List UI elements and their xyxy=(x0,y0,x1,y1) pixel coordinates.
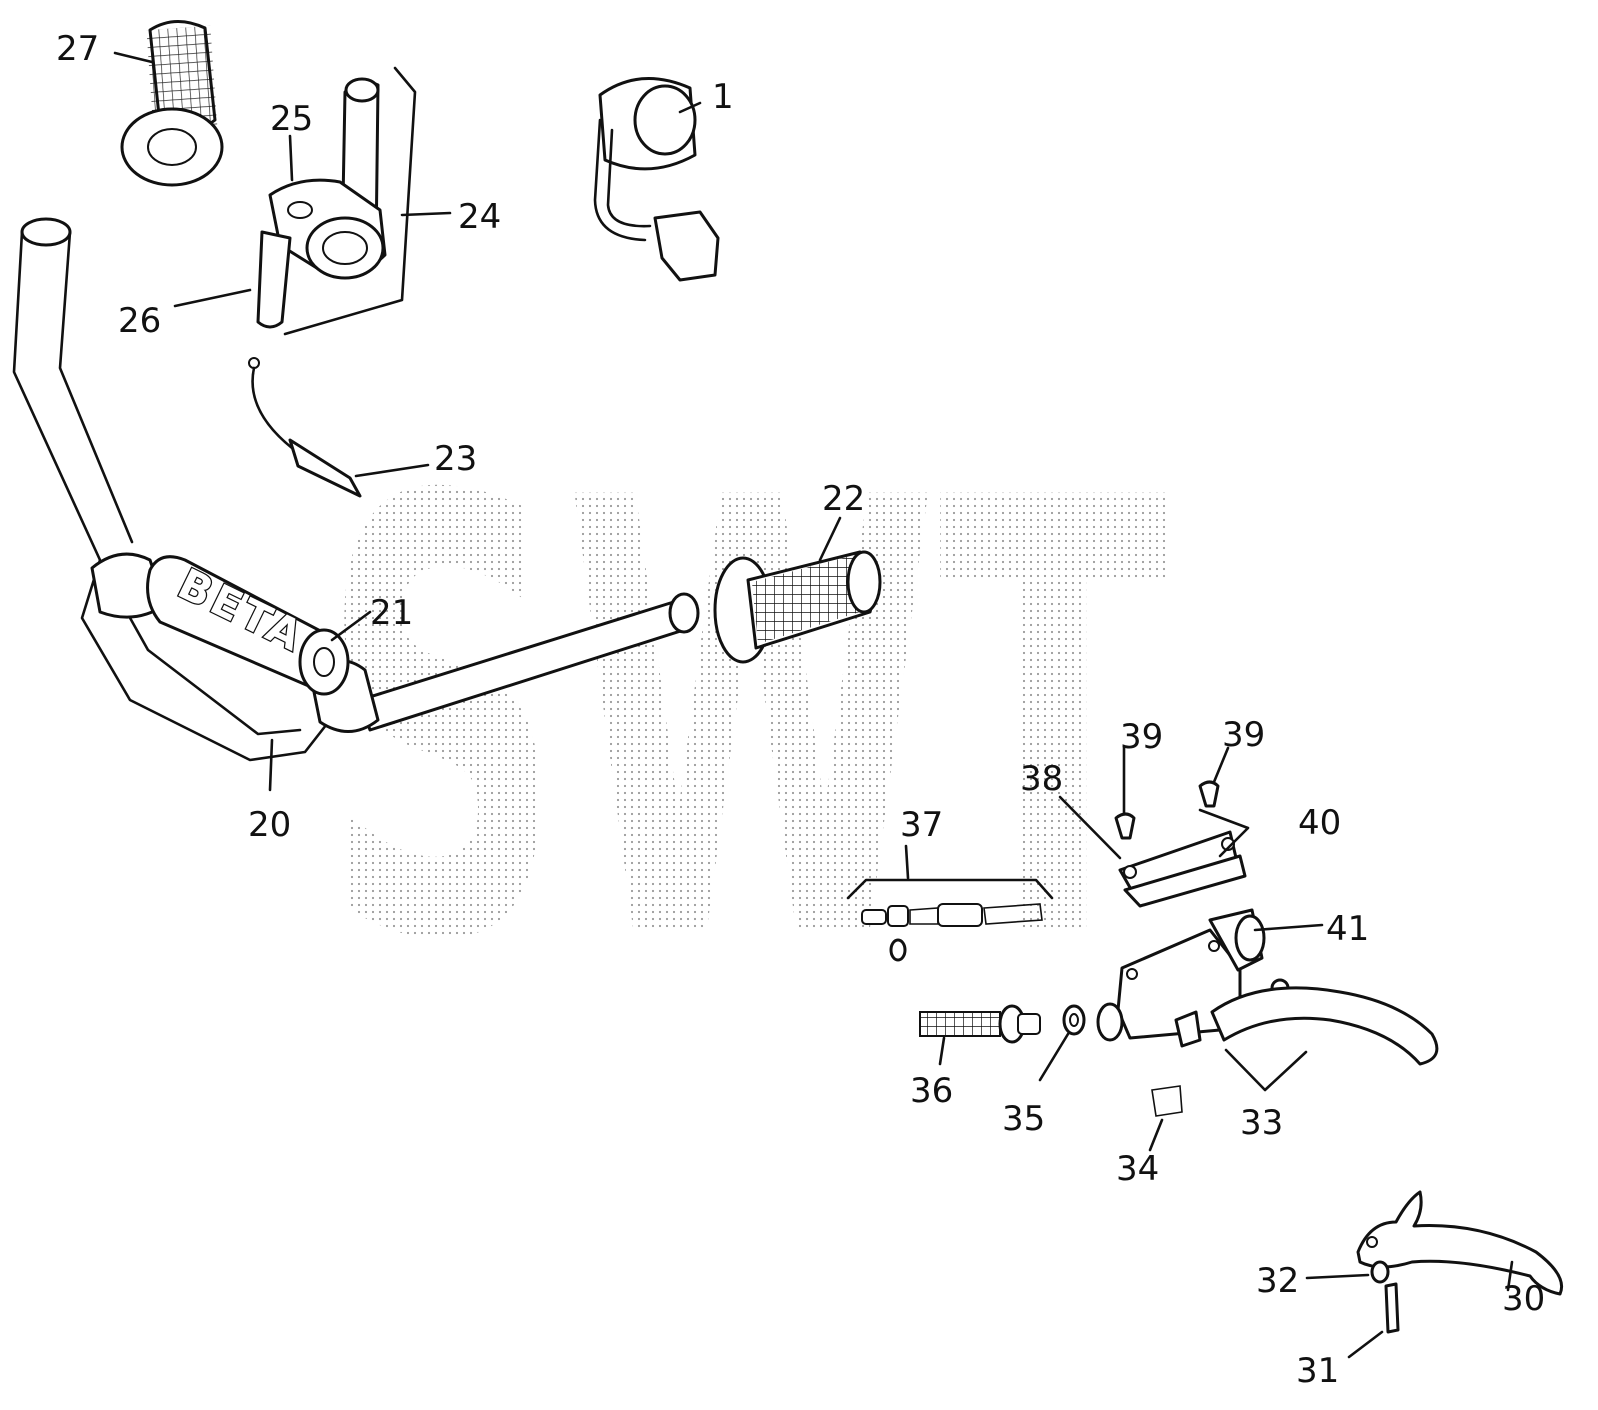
spring-part-34 xyxy=(1151,1085,1183,1117)
callout-26: 26 xyxy=(118,301,161,341)
callout-40: 40 xyxy=(1298,803,1341,843)
washer-part-35 xyxy=(1062,1004,1086,1036)
callout-35: 35 xyxy=(1002,1099,1045,1139)
callout-24: 24 xyxy=(458,197,501,237)
switch-part-1 xyxy=(593,77,720,282)
callout-36: 36 xyxy=(910,1071,953,1111)
callout-30: 30 xyxy=(1502,1279,1545,1319)
callout-31: 31 xyxy=(1296,1351,1339,1391)
callout-37: 37 xyxy=(900,805,943,845)
leader-lines xyxy=(113,51,1514,1359)
bolt-part-36 xyxy=(919,1004,1041,1044)
watermark: SWT xyxy=(320,373,1172,1072)
callout-27: 27 xyxy=(56,29,99,69)
grip-part-27 xyxy=(120,20,224,187)
callout-22: 22 xyxy=(822,479,865,519)
callout-41: 41 xyxy=(1326,909,1369,949)
callout-34: 34 xyxy=(1116,1149,1159,1189)
callout-39-right: 39 xyxy=(1222,715,1265,755)
callout-25: 25 xyxy=(270,99,313,139)
callout-38: 38 xyxy=(1020,759,1063,799)
kit-part-37 xyxy=(846,878,1054,962)
callout-23: 23 xyxy=(434,439,477,479)
callout-20: 20 xyxy=(248,805,291,845)
callout-33: 33 xyxy=(1240,1103,1283,1143)
master-cylinder-part-41 xyxy=(1096,908,1290,1048)
pin-part-31 xyxy=(1384,1282,1400,1334)
reservoir-cover-part-38 xyxy=(1114,780,1250,908)
throttle-cable-part-23 xyxy=(248,357,362,498)
bushing-part-32 xyxy=(1370,1260,1390,1284)
callout-39-left: 39 xyxy=(1120,717,1163,757)
callout-labels: 27 1 25 24 26 23 22 21 20 37 38 39 39 40… xyxy=(56,29,1545,1391)
grip-part-22 xyxy=(713,550,882,664)
handlebar-part-20 xyxy=(12,217,700,792)
callout-32: 32 xyxy=(1256,1261,1299,1301)
lever-part-33 xyxy=(1210,986,1439,1066)
callout-21: 21 xyxy=(370,593,413,633)
callout-1: 1 xyxy=(712,77,734,117)
throttle-assembly-part-24 xyxy=(256,66,417,336)
